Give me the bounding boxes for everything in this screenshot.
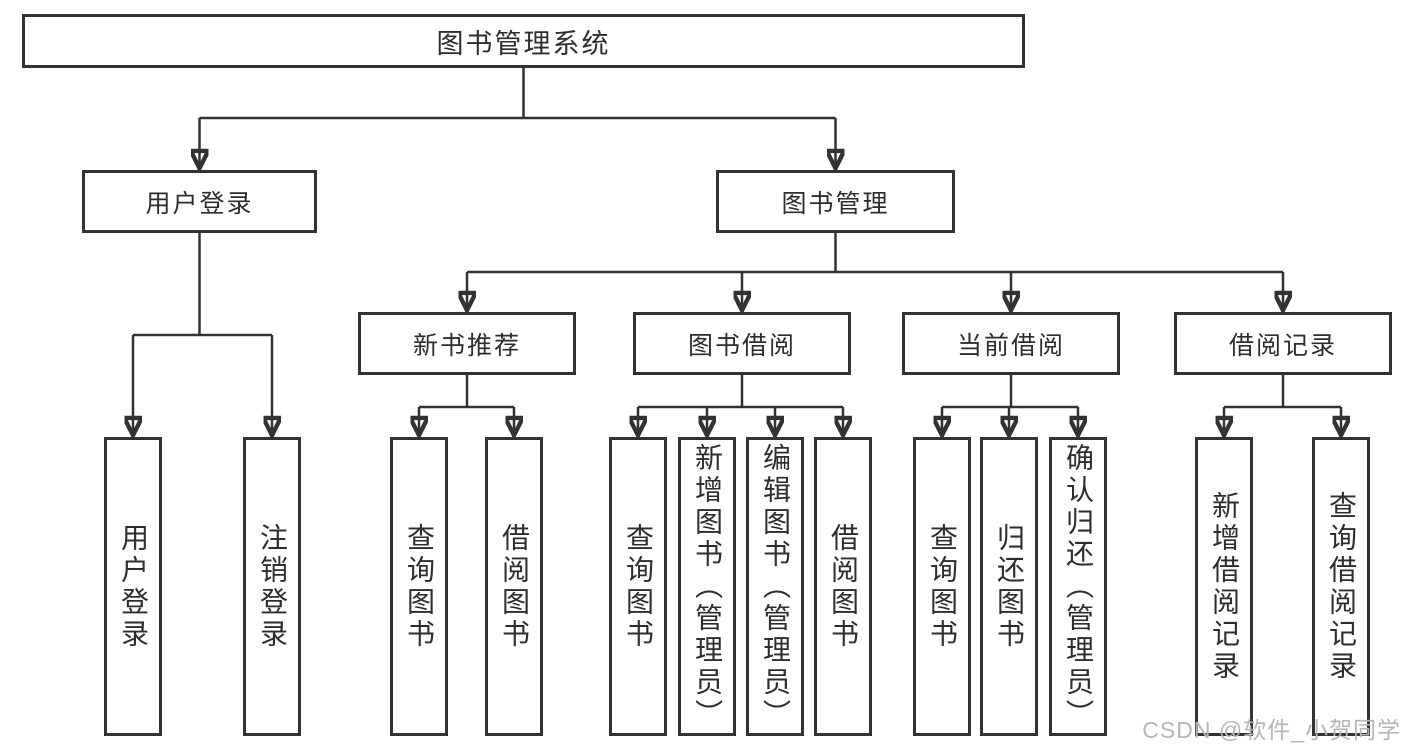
node-current-borrow: 当前借阅 — [902, 312, 1120, 375]
leaf-borrow-books-recommend-label: 借阅图书 — [499, 522, 530, 651]
leaf-user-login-label: 用户登录 — [118, 522, 149, 651]
leaf-query-books-recommend: 查询图书 — [390, 437, 448, 736]
connector-book-borrow-to-leaves — [638, 375, 843, 434]
node-new-book-recommend: 新书推荐 — [358, 312, 576, 375]
connector-user-login-to-leaves — [133, 233, 272, 434]
node-borrow-records-label: 借阅记录 — [1228, 331, 1337, 360]
leaf-borrow-books-recommend: 借阅图书 — [485, 437, 543, 736]
connector-current-borrow-to-leaves — [942, 375, 1078, 434]
connector-root-to-level2 — [200, 68, 836, 167]
node-library-system: 图书管理系统 — [22, 14, 1025, 68]
leaf-add-borrow-record: 新增借阅记录 — [1195, 437, 1253, 736]
node-current-borrow-label: 当前借阅 — [956, 331, 1065, 360]
node-borrow-records: 借阅记录 — [1174, 312, 1392, 375]
leaf-add-book-admin-label: 新增图书（管理员） — [692, 442, 723, 731]
leaf-user-login: 用户登录 — [104, 437, 162, 736]
connector-new-book-to-leaves — [419, 375, 514, 434]
node-user-login-label: 用户登录 — [145, 189, 254, 218]
node-library-system-label: 图书管理系统 — [436, 28, 611, 59]
leaf-query-borrow-record-label: 查询借阅记录 — [1326, 490, 1357, 683]
leaf-borrow-books: 借阅图书 — [814, 437, 872, 736]
leaf-borrow-books-label: 借阅图书 — [828, 522, 859, 651]
leaf-query-books-borrow-label: 查询图书 — [623, 522, 654, 651]
node-book-management-label: 图书管理 — [781, 189, 890, 218]
leaf-query-books-current: 查询图书 — [913, 437, 971, 736]
leaf-edit-book-admin: 编辑图书（管理员） — [746, 437, 804, 736]
leaf-return-book-label: 归还图书 — [994, 522, 1025, 651]
connector-book-management-to-level3 — [467, 233, 1283, 309]
node-new-book-recommend-label: 新书推荐 — [412, 331, 521, 360]
leaf-add-book-admin: 新增图书（管理员） — [678, 437, 736, 736]
csdn-watermark: CSDN @软件_小贺同学 — [1142, 717, 1401, 743]
leaf-edit-book-admin-label: 编辑图书（管理员） — [760, 442, 791, 731]
node-book-borrow: 图书借阅 — [633, 312, 851, 375]
leaf-logout-label: 注销登录 — [257, 522, 288, 651]
leaf-query-books-recommend-label: 查询图书 — [404, 522, 435, 651]
leaf-confirm-return-admin-label: 确认归还（管理员） — [1063, 442, 1094, 731]
leaf-query-books-current-label: 查询图书 — [927, 522, 958, 651]
node-book-borrow-label: 图书借阅 — [687, 331, 796, 360]
node-book-management: 图书管理 — [716, 170, 955, 233]
leaf-query-borrow-record: 查询借阅记录 — [1312, 437, 1370, 736]
node-user-login: 用户登录 — [82, 170, 317, 233]
leaf-add-borrow-record-label: 新增借阅记录 — [1209, 490, 1240, 683]
leaf-confirm-return-admin: 确认归还（管理员） — [1049, 437, 1107, 736]
connector-borrow-records-to-leaves — [1224, 375, 1341, 434]
leaf-query-books-borrow: 查询图书 — [609, 437, 667, 736]
leaf-logout: 注销登录 — [243, 437, 301, 736]
leaf-return-book: 归还图书 — [980, 437, 1038, 736]
